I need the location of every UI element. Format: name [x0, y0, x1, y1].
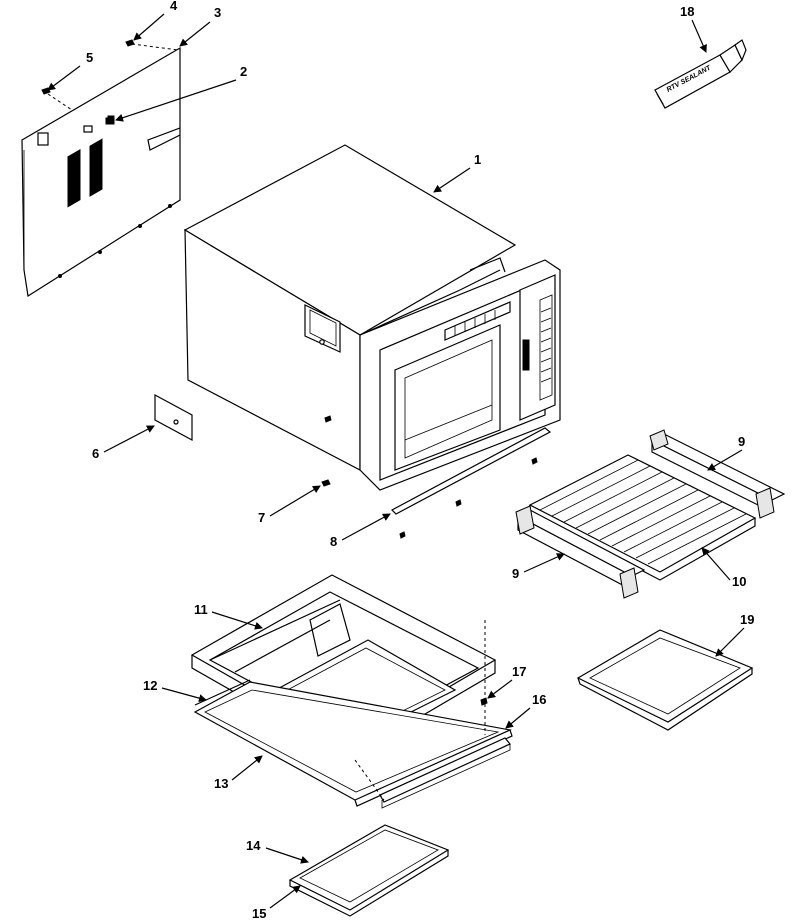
callout-14: 14 [246, 838, 309, 864]
cover-plate-part-6 [154, 393, 193, 442]
oven-cabinet-part-1 [183, 144, 561, 491]
svg-text:1: 1 [474, 152, 481, 167]
callout-9-upper: 9 [707, 434, 745, 471]
svg-text:11: 11 [194, 602, 208, 617]
svg-text:10: 10 [732, 574, 746, 589]
svg-text:2: 2 [240, 64, 247, 79]
svg-text:9: 9 [738, 434, 745, 449]
svg-text:14: 14 [246, 838, 261, 853]
callout-13: 13 [214, 755, 263, 791]
connector-part-2 [105, 117, 115, 125]
callout-9-lower: 9 [512, 553, 565, 581]
screw-part-7 [321, 479, 331, 487]
callout-15: 15 [252, 885, 301, 920]
svg-text:12: 12 [143, 678, 157, 693]
svg-text:5: 5 [86, 50, 93, 65]
callout-16: 16 [505, 692, 546, 729]
callout-8: 8 [330, 513, 391, 549]
callout-12: 12 [143, 678, 207, 703]
svg-text:7: 7 [258, 510, 265, 525]
svg-text:3: 3 [214, 5, 221, 20]
callout-17: 17 [487, 664, 526, 699]
tray-part-14 [288, 824, 450, 917]
screw-part-4 [125, 39, 179, 51]
rack-rail-part-9-lower [515, 505, 646, 599]
callout-18: 18 [680, 4, 707, 53]
callout-5: 5 [47, 50, 93, 91]
callout-1: 1 [433, 152, 481, 193]
screw-part-17 [480, 697, 488, 706]
trim-strip-part-16 [354, 620, 511, 809]
callout-19: 19 [715, 612, 754, 657]
sealant-tube-part-18: RTV SEALANT [654, 39, 747, 109]
svg-text:9: 9 [512, 566, 519, 581]
svg-text:18: 18 [680, 4, 694, 19]
glass-tray-part-19 [576, 629, 754, 731]
callout-6: 6 [92, 425, 155, 461]
svg-text:16: 16 [532, 692, 546, 707]
screw-part-5 [41, 87, 73, 111]
svg-text:6: 6 [92, 446, 99, 461]
callout-2: 2 [115, 64, 247, 122]
svg-text:4: 4 [170, 0, 178, 13]
oven-rack-part-10 [528, 454, 757, 581]
callout-7: 7 [258, 485, 321, 525]
svg-text:15: 15 [252, 906, 266, 920]
floor-plate-part-13 [193, 681, 513, 807]
callout-11: 11 [194, 602, 263, 630]
rack-rail-part-9-upper [649, 429, 786, 519]
callout-10: 10 [701, 547, 746, 589]
svg-text:17: 17 [512, 664, 526, 679]
svg-text:8: 8 [330, 534, 337, 549]
door-strip-part-8 [391, 427, 552, 539]
callout-4: 4 [133, 0, 178, 41]
callout-3: 3 [179, 5, 221, 47]
svg-text:19: 19 [740, 612, 754, 627]
back-panel-part-3 [21, 46, 181, 297]
svg-text:13: 13 [214, 776, 228, 791]
